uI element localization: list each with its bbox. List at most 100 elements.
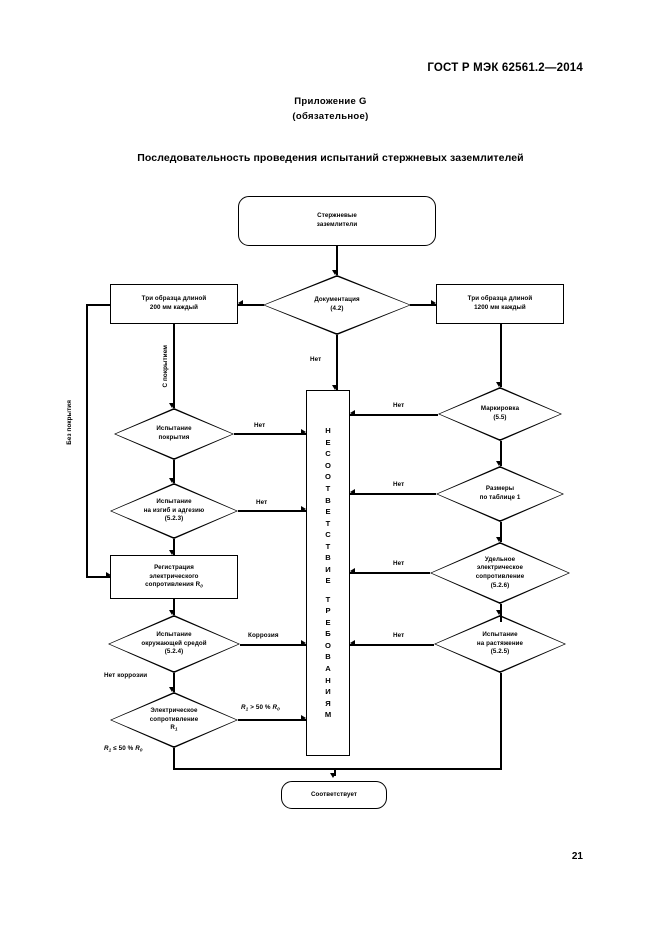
- registration-subscript: 0: [200, 583, 203, 589]
- arrowhead-down: [332, 270, 339, 275]
- edge-bend-to-registration: [173, 539, 175, 555]
- nonconformity-letter: С: [325, 530, 331, 540]
- edge-label-no-corrosion: Нет коррозии: [104, 672, 148, 679]
- standard-designation: ГОСТ Р МЭК 62561.2—2014: [427, 62, 583, 74]
- edge-left-sample-coated: [173, 324, 175, 408]
- edge-r1-le-vertical: [173, 748, 175, 770]
- annex-label: Приложение G: [294, 96, 367, 107]
- arrowhead-right: [301, 429, 306, 436]
- node-accept-label: Соответствует: [310, 790, 358, 798]
- arrowhead-right: [301, 640, 306, 647]
- edge-r1-greater: [238, 719, 306, 721]
- arrowhead-down: [496, 537, 503, 542]
- nonconformity-letter: И: [325, 564, 331, 574]
- edge-marking-to-dimensions: [500, 441, 502, 466]
- edge-documentation-to-right-sample: [410, 304, 436, 306]
- annex-kind-label: (обязательное): [292, 111, 369, 122]
- nonconformity-letter: В: [325, 553, 331, 563]
- edge-tensile-no: [350, 644, 434, 646]
- edge-label-no-dimensions: Нет: [393, 481, 405, 488]
- edge-uncoated-top: [86, 304, 111, 306]
- arrowhead-left: [350, 640, 355, 647]
- arrowhead-down: [169, 478, 176, 483]
- arrowhead-down: [330, 773, 337, 778]
- arrowhead-left: [350, 410, 355, 417]
- nonconformity-letter: Я: [325, 698, 331, 708]
- edge-dimensions-no: [350, 493, 436, 495]
- edge-label-no-marking: Нет: [393, 402, 405, 409]
- node-marking-label: Маркировка(5.5): [480, 405, 520, 421]
- nonconformity-letter: Е: [325, 437, 331, 447]
- node-documentation-label: Документация(4.2): [314, 296, 360, 312]
- nonconformity-letter: Р: [325, 606, 331, 616]
- nonconformity-letter: М: [324, 710, 332, 720]
- nonconformity-letter: Б: [325, 629, 331, 639]
- edge-uncoated-vertical: [86, 304, 88, 577]
- edge-merge-to-accept: [334, 768, 336, 776]
- edge-label-no-tensile: Нет: [393, 632, 405, 639]
- edge-dimensions-to-resistivity: [500, 522, 502, 542]
- nonconformity-letter: Е: [325, 507, 331, 517]
- nonconformity-letter: Т: [325, 594, 331, 604]
- arrowhead-right: [431, 300, 436, 307]
- arrowhead-down: [169, 403, 176, 408]
- edge-r1-le-horizontal: [173, 768, 336, 770]
- page-number: 21: [571, 851, 583, 862]
- arrowhead-left: [238, 300, 243, 307]
- edge-start-to-documentation: [336, 246, 338, 275]
- edge-documentation-to-left-sample: [238, 304, 264, 306]
- arrowhead-down: [169, 610, 176, 615]
- nonconformity-letter: Н: [325, 675, 331, 685]
- figure-title: Последовательность проведения испытаний …: [137, 152, 524, 164]
- nonconformity-letter: О: [325, 472, 331, 482]
- edge-label-r1-less-equal: R1 ≤ 50 % R0: [104, 745, 143, 753]
- edge-corrosion: [240, 644, 306, 646]
- edge-bend-no: [238, 510, 306, 512]
- nonconformity-letter: Т: [325, 541, 331, 551]
- edge-label-no-bend: Нет: [256, 499, 268, 506]
- arrowhead-down: [496, 461, 503, 466]
- edge-no-corrosion: [173, 673, 175, 692]
- node-accept: Соответствует: [281, 781, 387, 809]
- edge-coating-no: [234, 433, 306, 435]
- edge-label-corrosion: Коррозия: [248, 632, 279, 639]
- nonconformity-letter: Т: [325, 518, 331, 528]
- nonconformity-letter: С: [325, 449, 331, 459]
- nonconformity-letter: Т: [325, 484, 331, 494]
- nonconformity-letter: И: [325, 687, 331, 697]
- edge-label-no-documentation: Нет: [310, 356, 322, 363]
- nonconformity-letter: А: [325, 663, 331, 673]
- arrowhead-right: [301, 506, 306, 513]
- arrowhead-down: [169, 687, 176, 692]
- nonconformity-letter: Е: [325, 617, 331, 627]
- node-marking: Маркировка(5.5): [438, 387, 562, 441]
- arrowhead-down: [169, 550, 176, 555]
- nonconformity-letter: В: [325, 652, 331, 662]
- nonconformity-letter: Н: [325, 426, 331, 436]
- edge-label-r1-greater: R1 > 50 % R0: [241, 704, 280, 712]
- arrowhead-left: [350, 489, 355, 496]
